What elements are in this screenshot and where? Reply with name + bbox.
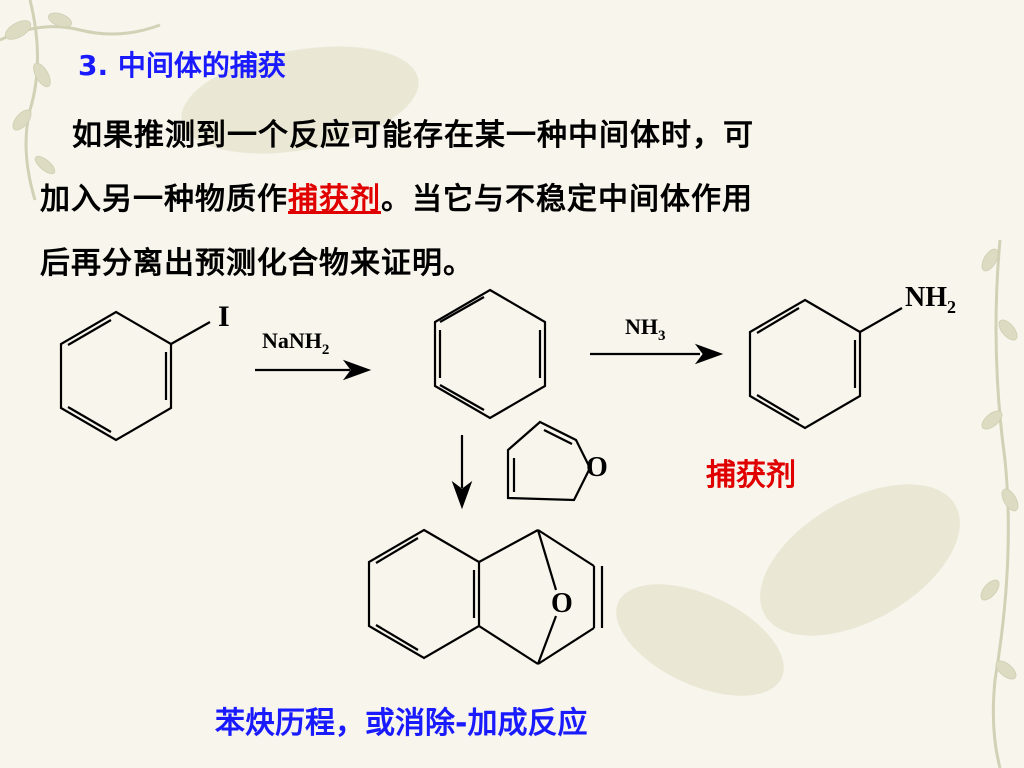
reagent-1-main: NaNH bbox=[262, 328, 322, 353]
reaction-arrow-2 bbox=[590, 343, 724, 365]
section-heading: 3. 中间体的捕获 bbox=[78, 49, 286, 82]
aniline-structure bbox=[748, 298, 903, 430]
adduct-oxygen-label: O bbox=[551, 588, 573, 619]
furan-oxygen-label: O bbox=[586, 452, 608, 483]
paragraph-line-3: 后再分离出预测化合物来证明。 bbox=[40, 246, 474, 281]
reagent-2-subscript: 3 bbox=[658, 328, 666, 344]
amino-group-label: NH2 bbox=[905, 282, 956, 317]
paragraph-line-2-start: 加入另一种物质作 bbox=[40, 182, 288, 217]
paragraph-line-2-end: 。当它与不稳定中间体作用 bbox=[381, 182, 753, 217]
amino-group-main: NH bbox=[905, 282, 947, 313]
reagent-sodium-amide: NaNH2 bbox=[262, 328, 329, 358]
oxabicyclic-adduct-structure bbox=[367, 528, 604, 665]
mechanism-caption: 苯炔历程，或消除-加成反应 bbox=[215, 706, 588, 741]
trapping-agent-caption: 捕获剂 bbox=[706, 458, 796, 493]
reagent-1-subscript: 2 bbox=[322, 342, 330, 358]
benzyne-structure bbox=[433, 288, 547, 420]
leaf-decoration-right bbox=[980, 239, 1019, 768]
faint-leaves bbox=[181, 46, 960, 696]
iodobenzene-structure bbox=[59, 310, 211, 442]
reaction-arrow-1 bbox=[255, 359, 372, 381]
reagent-ammonia: NH3 bbox=[625, 314, 666, 344]
reaction-arrow-down bbox=[451, 435, 473, 510]
furan-structure bbox=[506, 420, 592, 502]
leaf-decoration-top-left bbox=[0, 0, 161, 201]
intro-paragraph: 如果推测到一个反应可能存在某一种中间体时，可 加入另一种物质作捕获剂。当它与不稳… bbox=[40, 104, 990, 296]
paragraph-line-1: 如果推测到一个反应可能存在某一种中间体时，可 bbox=[72, 118, 754, 153]
trapping-agent-term: 捕获剂 bbox=[288, 182, 381, 217]
iodine-label: I bbox=[218, 300, 230, 333]
amino-group-subscript: 2 bbox=[947, 297, 956, 317]
reagent-2-main: NH bbox=[625, 314, 658, 339]
